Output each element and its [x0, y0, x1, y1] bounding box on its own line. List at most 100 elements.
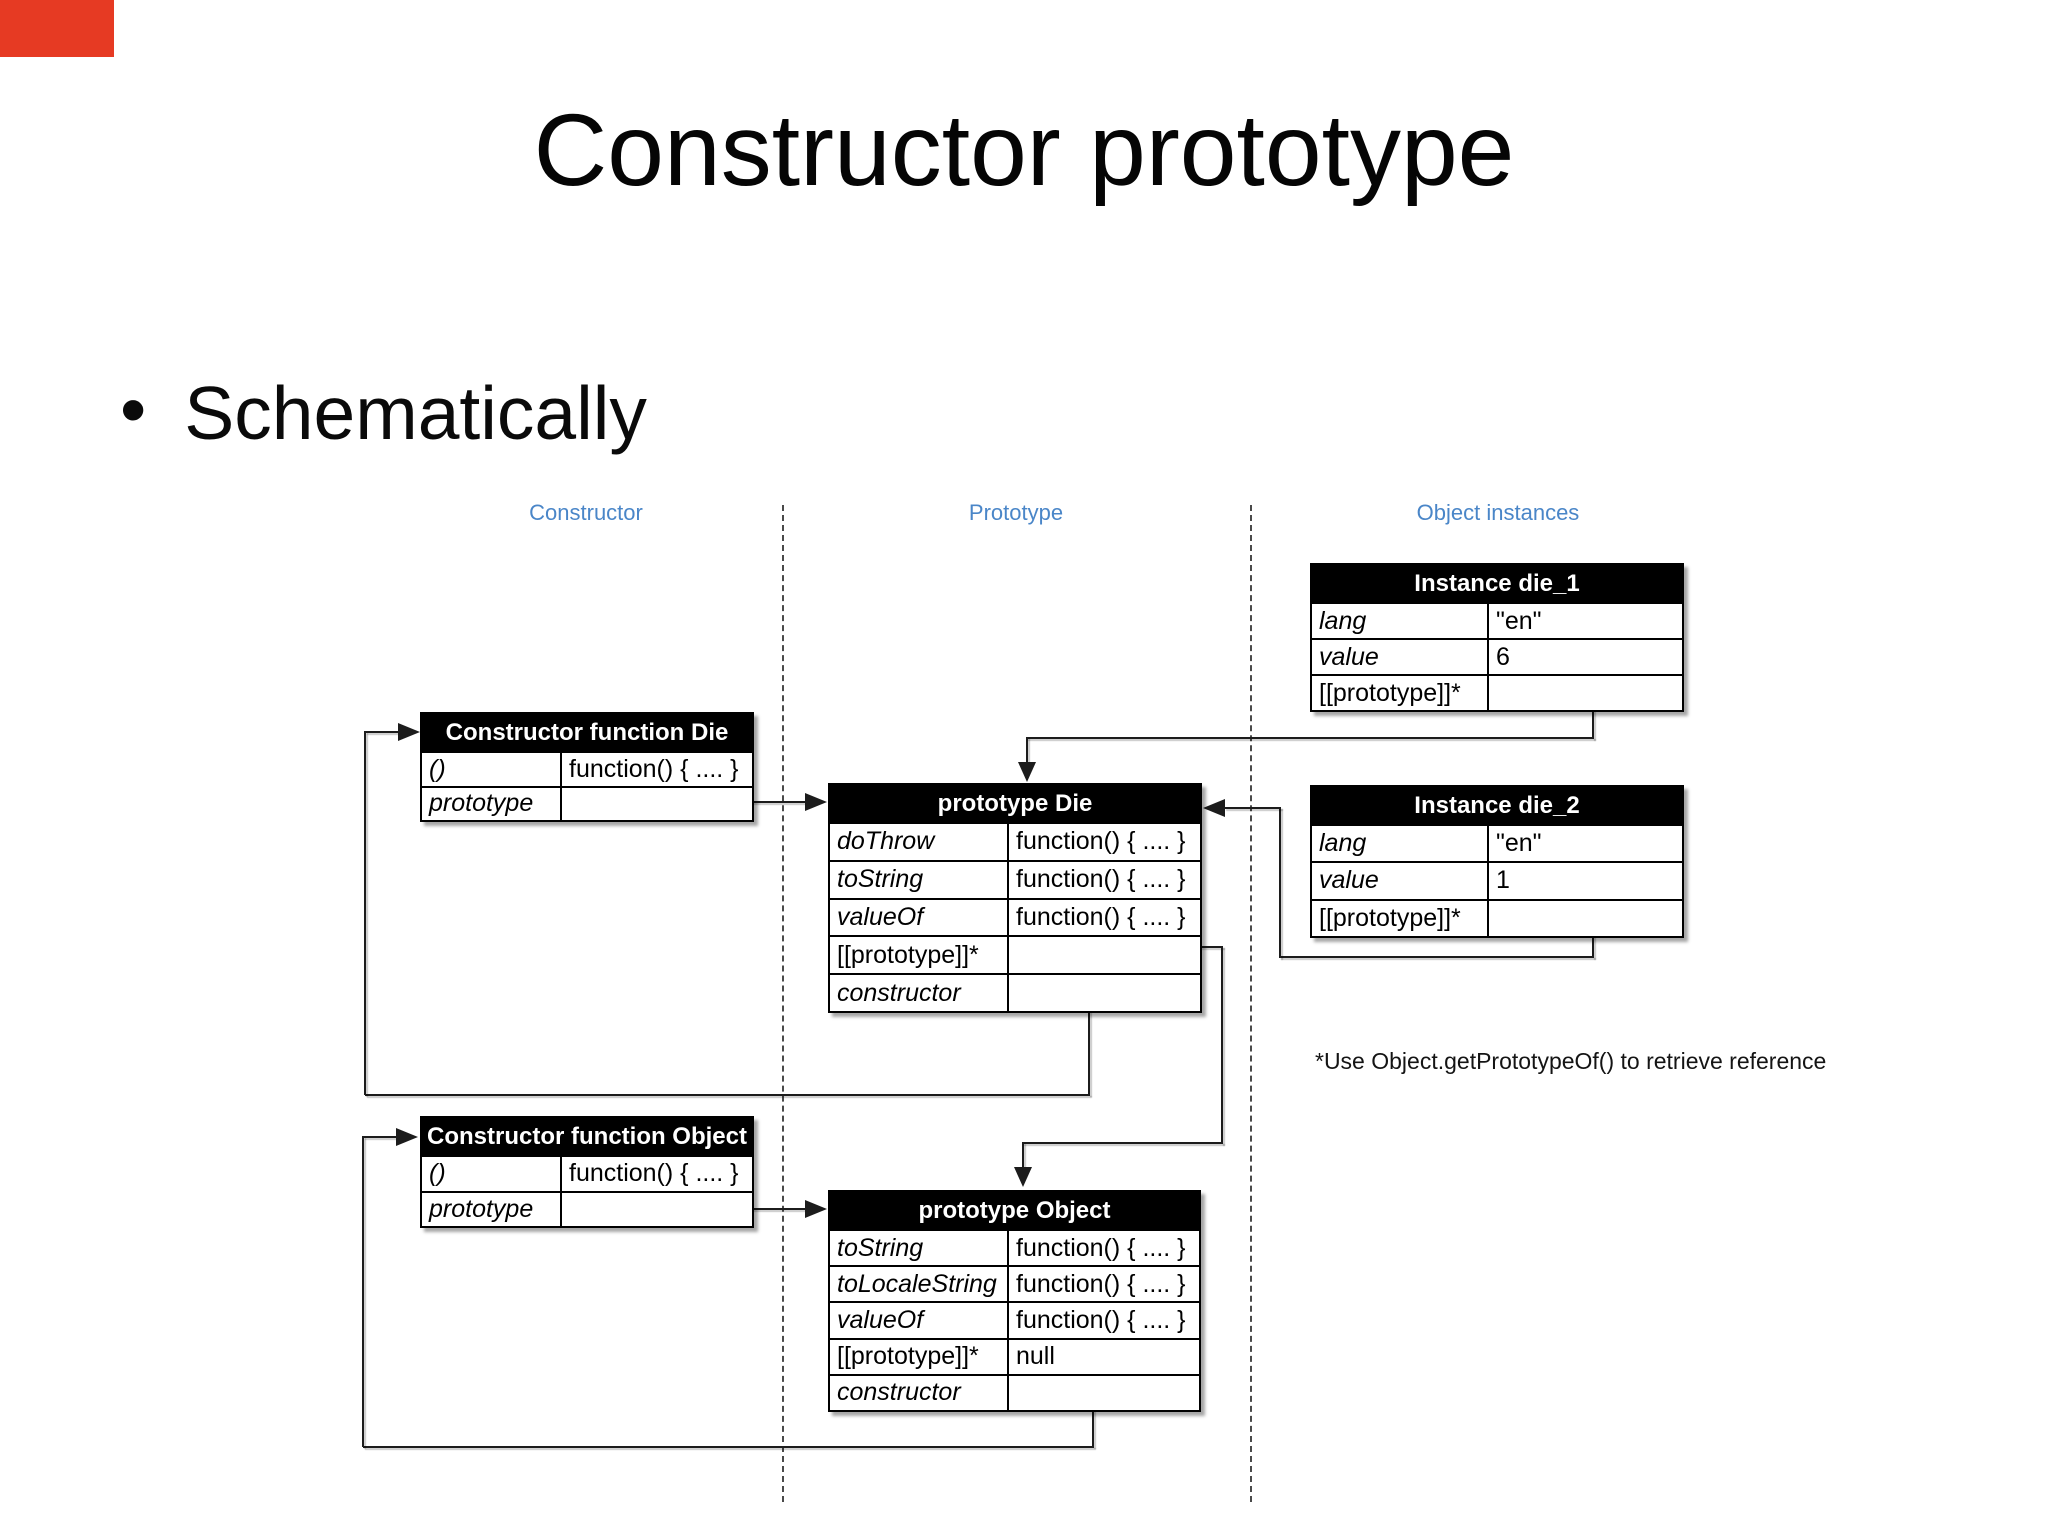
connector-line	[1221, 946, 1223, 1144]
connector-line	[363, 1446, 1094, 1448]
connector-line	[1592, 919, 1594, 958]
property-name-cell: prototype	[422, 787, 562, 820]
column-label-constructor: Constructor	[529, 500, 643, 525]
property-name-cell: ()	[422, 1157, 562, 1191]
column-label-object-instances: Object instances	[1416, 500, 1580, 525]
connector-line	[1026, 737, 1594, 739]
property-value-cell: 1	[1496, 866, 1510, 895]
connector-line	[1224, 807, 1281, 809]
table-title: Constructor function Die	[422, 714, 752, 751]
column-label-prototype: Prototype	[968, 500, 1064, 525]
property-value-cell	[562, 788, 752, 821]
property-value-cell: "en"	[1496, 606, 1542, 635]
connector-line	[364, 731, 366, 1095]
connector-line	[365, 731, 405, 733]
table-row: [[prototype]]*	[1312, 674, 1682, 710]
connector-line	[1279, 807, 1281, 958]
property-value-cell: function() { .... }	[1016, 827, 1186, 856]
property-name-cell: value	[1312, 640, 1489, 674]
table-row: ()function() { .... }	[422, 1155, 752, 1191]
property-value-cell	[1009, 1376, 1199, 1410]
property-name-cell: [[prototype]]*	[830, 937, 1009, 974]
property-name-cell: lang	[1312, 604, 1489, 638]
property-name-cell: [[prototype]]*	[1312, 900, 1489, 936]
arrowhead	[805, 793, 827, 811]
property-value-cell: null	[1016, 1342, 1055, 1371]
property-value-cell	[1009, 975, 1200, 1011]
table-constructor-function-die: Constructor function Die()function() { .…	[420, 712, 754, 822]
column-divider-right	[1250, 505, 1252, 1502]
property-value-cell: function() { .... }	[1016, 865, 1186, 894]
property-value-cell: function() { .... }	[1016, 1233, 1186, 1262]
connector-line	[717, 801, 809, 803]
property-name-cell: [[prototype]]*	[1312, 676, 1489, 710]
property-name-cell: lang	[1312, 826, 1489, 862]
table-row: lang"en"	[1312, 602, 1682, 638]
table-row: lang"en"	[1312, 824, 1682, 862]
table-row: prototype	[422, 1190, 752, 1227]
property-name-cell: toLocaleString	[830, 1267, 1009, 1302]
table-row: constructor	[830, 973, 1200, 1011]
property-name-cell: value	[1312, 863, 1489, 899]
table-row: [[prototype]]*null	[830, 1337, 1199, 1374]
property-value-cell	[1009, 937, 1200, 973]
table-title: prototype Die	[830, 785, 1200, 822]
property-name-cell: constructor	[830, 975, 1009, 1011]
arrowhead	[1014, 1167, 1032, 1187]
red-corner-accent	[0, 0, 114, 57]
table-row: prototype	[422, 785, 752, 821]
bullet-item: •Schematically	[120, 367, 647, 456]
connector-line	[1592, 694, 1594, 739]
connector-line	[1092, 1394, 1094, 1447]
property-value-cell: function() { .... }	[569, 1159, 739, 1188]
table-title: Instance die_2	[1312, 787, 1682, 824]
property-name-cell: prototype	[422, 1192, 562, 1226]
property-name-cell: valueOf	[830, 1303, 1009, 1338]
property-value-cell: "en"	[1496, 829, 1542, 858]
table-constructor-function-object: Constructor function Object()function() …	[420, 1116, 754, 1228]
bullet-marker: •	[120, 367, 147, 451]
property-value-cell: 6	[1496, 642, 1510, 671]
table-title: Constructor function Object	[422, 1118, 752, 1155]
table-row: constructor	[830, 1373, 1199, 1411]
table-row: [[prototype]]*	[1312, 898, 1682, 936]
property-name-cell: ()	[422, 753, 562, 786]
connector-line	[1022, 1142, 1223, 1144]
connector-line	[717, 1208, 809, 1210]
connector-line	[365, 1094, 1090, 1096]
footnote: *Use Object.getPrototypeOf() to retrieve…	[1315, 1048, 1827, 1074]
arrowhead	[805, 1200, 827, 1218]
connector-line	[1022, 1142, 1024, 1169]
property-name-cell: constructor	[830, 1375, 1009, 1411]
property-name-cell: toString	[830, 1231, 1009, 1266]
property-value-cell: function() { .... }	[1016, 1306, 1186, 1334]
table-title: Instance die_1	[1312, 565, 1682, 602]
property-value-cell	[1489, 901, 1682, 936]
arrowhead	[1018, 762, 1036, 782]
connector-line	[1026, 737, 1028, 764]
connector-line	[1088, 994, 1090, 1095]
property-value-cell	[562, 1193, 752, 1227]
slide-title: Constructor prototype	[533, 93, 1515, 207]
arrowhead	[398, 723, 420, 741]
arrowhead	[396, 1128, 418, 1146]
property-name-cell: [[prototype]]*	[830, 1339, 1009, 1374]
property-name-cell: valueOf	[830, 899, 1009, 936]
connector-line	[1279, 956, 1594, 958]
table-title: prototype Object	[830, 1192, 1199, 1229]
property-name-cell: toString	[830, 861, 1009, 898]
property-name-cell: doThrow	[830, 824, 1009, 860]
arrowhead	[1203, 799, 1225, 817]
